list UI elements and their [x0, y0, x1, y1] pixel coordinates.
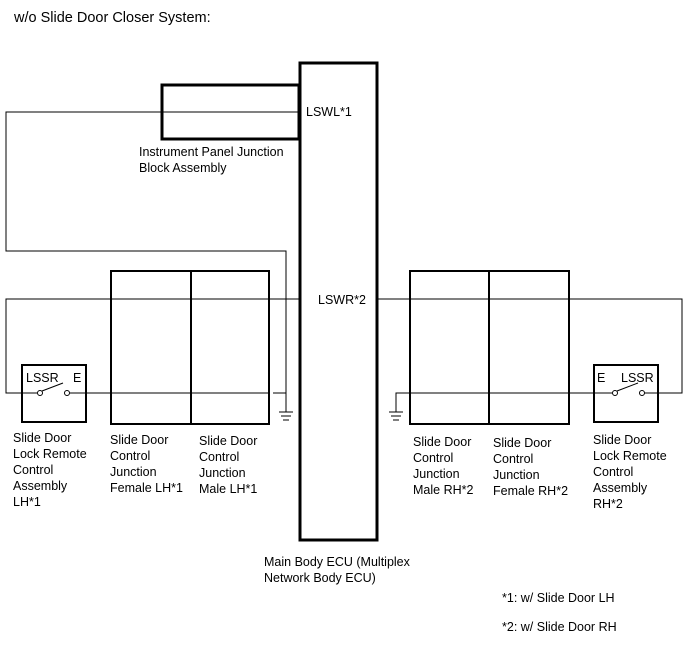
junction-male-rh-box [409, 270, 490, 425]
junction-female-lh-label: Slide Door Control Junction Female LH*1 [110, 433, 183, 495]
switch-lh-e-label: E [73, 371, 81, 385]
lock-remote-rh-label: Slide Door Lock Remote Control Assembly … [593, 433, 667, 511]
switch-rh-lssr-label: LSSR [621, 371, 654, 385]
main-body-ecu-label: Main Body ECU (Multiplex Network Body EC… [264, 555, 410, 585]
lock-remote-lh-label: Slide Door Lock Remote Control Assembly … [13, 431, 87, 509]
junction-female-rh-box [488, 270, 570, 425]
wires [5, 111, 683, 412]
switch-rh-icon [594, 382, 658, 396]
terminal-lswr-label: LSWR*2 [318, 293, 366, 307]
junction-female-rh-label: Slide Door Control Junction Female RH*2 [493, 436, 569, 498]
page-title: w/o Slide Door Closer System: [14, 10, 211, 26]
footnote-2: *2: w/ Slide Door RH [502, 620, 617, 634]
switch-lh-lssr-label: LSSR [26, 371, 59, 385]
footnote-1: *1: w/ Slide Door LH [502, 591, 615, 605]
junction-male-lh-box [190, 270, 270, 425]
junction-male-rh-label: Slide Door Control Junction Male RH*2 [413, 435, 474, 497]
junction-female-lh-box [110, 270, 192, 425]
junction-male-lh-label: Slide Door Control Junction Male LH*1 [199, 434, 258, 496]
instrument-panel-label: Instrument Panel Junction Block Assembly [139, 145, 284, 175]
ground-left-icon [279, 411, 293, 421]
switch-lh-icon [22, 382, 86, 396]
terminal-lswl-label: LSWL*1 [306, 105, 352, 119]
switch-rh-e-label: E [597, 371, 605, 385]
ground-right-icon [389, 411, 403, 421]
main-body-ecu-box [298, 61, 379, 542]
